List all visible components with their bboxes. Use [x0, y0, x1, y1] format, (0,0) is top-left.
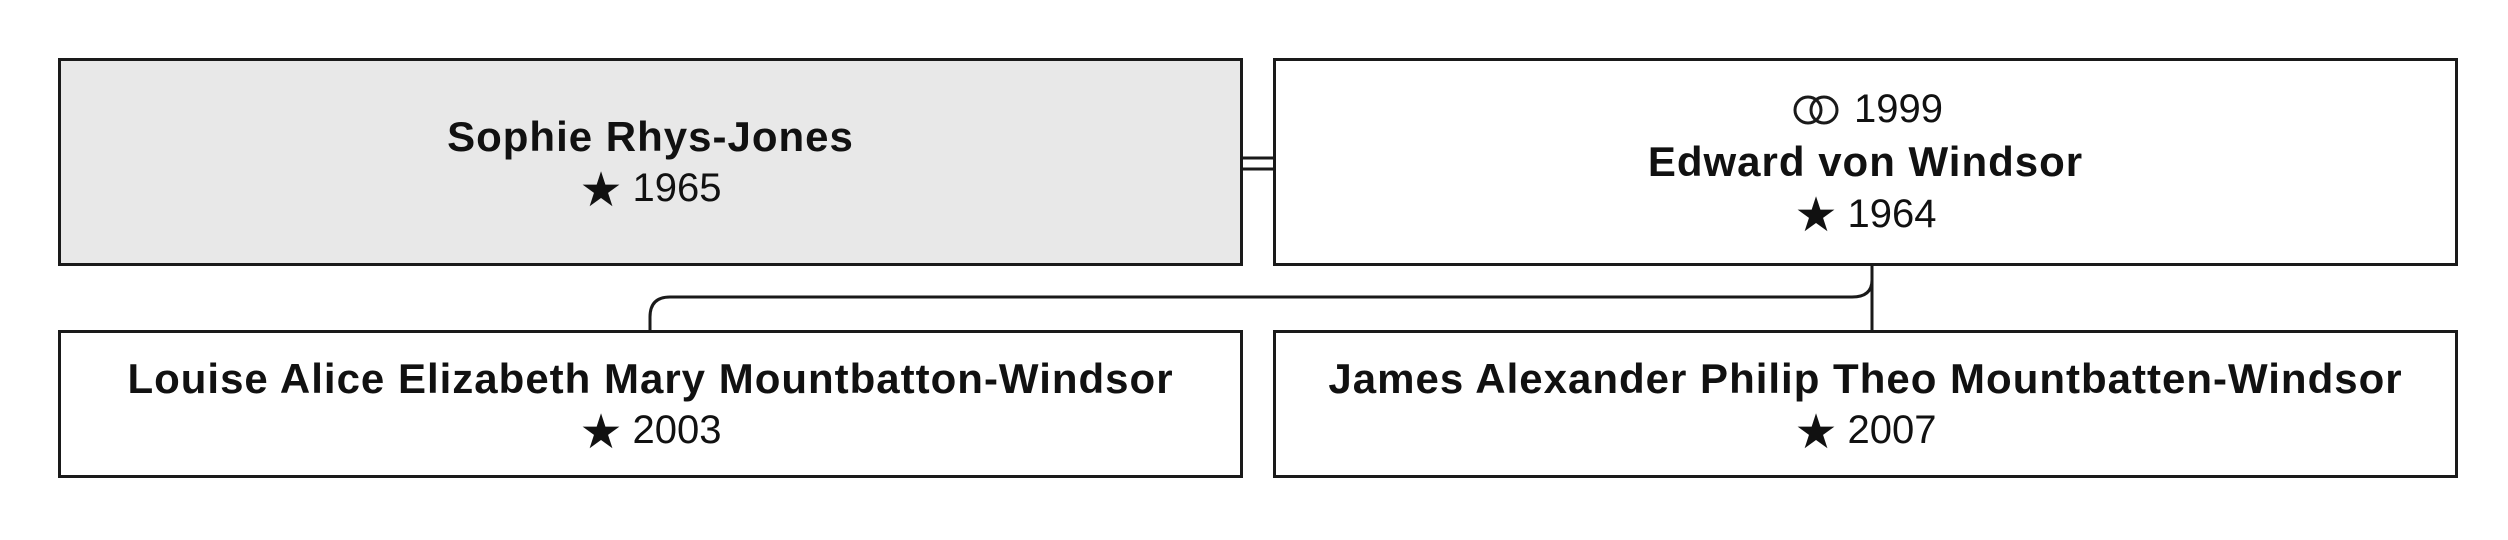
main-person-name: Edward von Windsor: [1647, 138, 2084, 186]
main-person-birth-year: 1964: [1847, 191, 1937, 236]
child-name: Louise Alice Elizabeth Mary Mountbatton-…: [127, 354, 1174, 402]
marriage-event: 1999: [1788, 84, 1943, 135]
descent-line-left: [648, 266, 1874, 332]
child-card[interactable]: James Alexander Philip Theo Mountbatten-…: [1273, 330, 2458, 478]
child-name: James Alexander Philip Theo Mountbatten-…: [1328, 354, 2403, 402]
main-person-card[interactable]: 1999 Edward von Windsor ★ 1964: [1273, 58, 2458, 266]
child-birth: ★ 2007: [1794, 405, 1936, 456]
spouse-birth: ★ 1965: [579, 163, 721, 214]
child-card[interactable]: Louise Alice Elizabeth Mary Mountbatton-…: [58, 330, 1243, 478]
wedding-rings-icon: [1793, 95, 1839, 125]
star-icon: ★: [579, 163, 623, 217]
spouse-name: Sophie Rhys-Jones: [447, 112, 854, 160]
main-person-birth: ★ 1964: [1794, 189, 1936, 240]
spouse-birth-year: 1965: [632, 166, 722, 211]
star-icon: ★: [579, 405, 623, 459]
marriage-year: 1999: [1854, 86, 1943, 131]
child-birth-year: 2003: [632, 408, 722, 453]
child-birth: ★ 2003: [579, 405, 721, 456]
child-birth-year: 2007: [1847, 408, 1937, 453]
spouse-card[interactable]: Sophie Rhys-Jones ★ 1965: [58, 58, 1243, 266]
star-icon: ★: [1794, 189, 1838, 243]
star-icon: ★: [1794, 405, 1838, 459]
